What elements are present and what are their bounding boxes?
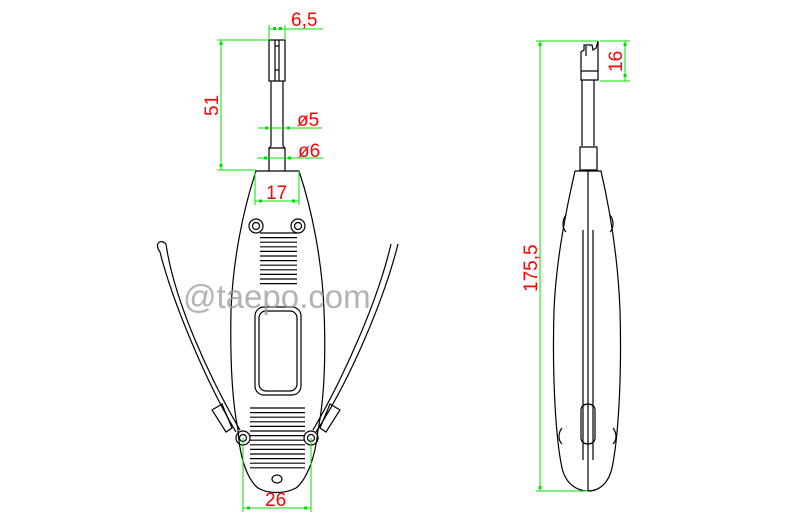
dim-label: 16 — [606, 51, 627, 72]
window — [254, 306, 302, 396]
dim-tip-width: 6,5 — [268, 10, 323, 40]
shaft — [579, 80, 598, 171]
blade-tip — [268, 39, 286, 82]
dim-label: ø6 — [298, 141, 320, 162]
blade-tip — [580, 40, 599, 81]
watermark: @taepo.com — [183, 278, 371, 315]
dim-total-length: 175,5 — [521, 40, 598, 492]
dim-collar-dia: ø6 — [257, 141, 323, 162]
shaft — [268, 81, 286, 171]
dim-tip-length: 51 — [202, 39, 269, 171]
dim-label: 26 — [265, 490, 286, 511]
hang-hole — [271, 474, 283, 484]
dim-label: 17 — [266, 183, 287, 204]
dim-blade-length: 16 — [600, 40, 630, 82]
dim-shaft-dia: ø5 — [258, 110, 322, 131]
side-view: 16 175,5 — [521, 40, 630, 492]
front-view: 6,5 51 ø5 ø6 17 26 — [156, 10, 399, 512]
right-spring-wire — [312, 243, 399, 433]
dim-label: 6,5 — [291, 10, 317, 31]
handle-body — [230, 170, 326, 494]
dim-bottom-width: 26 — [242, 438, 312, 512]
dim-label: 51 — [202, 95, 223, 116]
dim-label: 175,5 — [521, 244, 542, 292]
dim-label: ø5 — [297, 110, 319, 131]
dim-top-width: 17 — [254, 171, 300, 205]
grip-ribs-bottom — [250, 407, 305, 469]
left-spring-wire — [156, 240, 241, 433]
grip-ribs-top — [260, 232, 297, 285]
